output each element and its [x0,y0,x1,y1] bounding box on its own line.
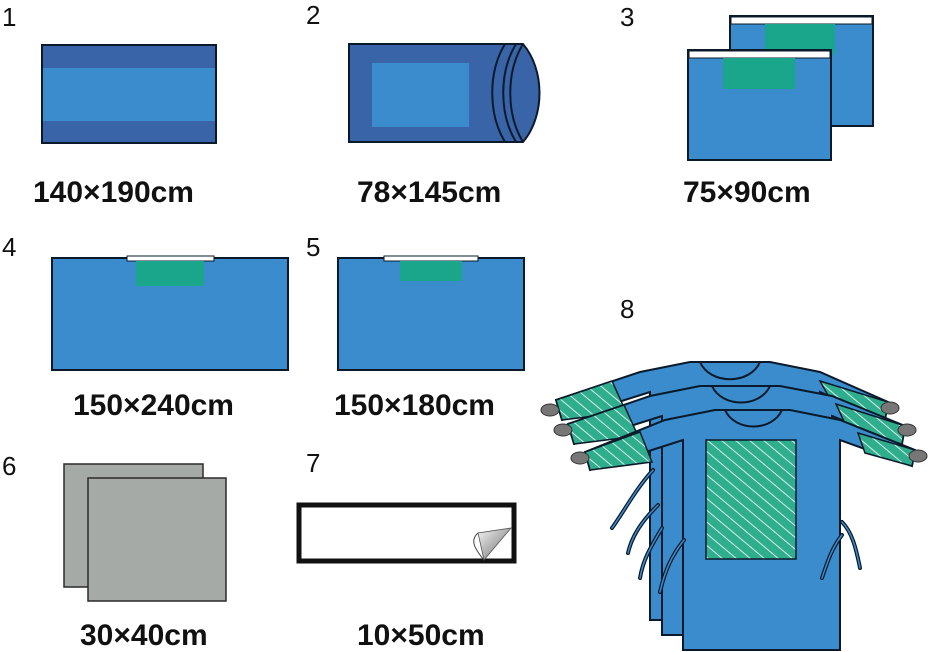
item-number-7: 7 [306,448,320,478]
item-number-8: 8 [620,294,634,324]
adhesive-tape-icon [296,502,517,564]
drape-3-front-icon [687,49,832,161]
item-3: 3 75×90cm [620,2,874,209]
item-4: 4 150×240cm [2,232,289,422]
item-1: 1 140×190cm [2,2,217,209]
item-6: 6 30×40cm [2,451,227,652]
gown-ties-inner-icon [611,469,861,593]
item-size-4: 150×240cm [73,389,234,422]
item-size-1: 140×190cm [33,176,194,209]
rolled-drape-2-icon [348,43,541,143]
gown-front-icon [570,409,928,651]
item-size-6: 30×40cm [80,619,208,652]
item-number-4: 4 [2,232,16,262]
item-size-3: 75×90cm [683,176,811,209]
item-number-3: 3 [620,2,634,32]
drape-1-icon [41,44,217,144]
drape-4-icon [51,255,289,371]
drape-5-icon [337,255,525,371]
item-7: 7 10×50cm [296,448,517,652]
item-2: 2 78×145cm [306,0,541,209]
item-number-6: 6 [2,451,16,481]
item-5: 5 150×180cm [306,232,525,422]
item-number-5: 5 [306,232,320,262]
item-size-7: 10×50cm [357,619,485,652]
item-size-2: 78×145cm [357,176,501,209]
item-8: 8 [540,294,928,651]
item-number-1: 1 [2,2,16,32]
gauze-pads-icon [63,463,227,602]
item-size-5: 150×180cm [334,389,495,422]
item-number-2: 2 [306,0,320,30]
